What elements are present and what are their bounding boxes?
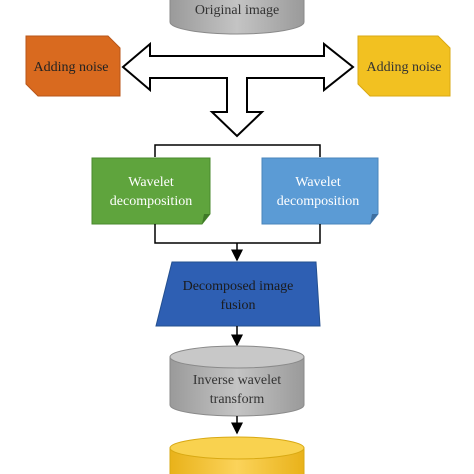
split-arrow xyxy=(121,41,355,138)
output-image-node xyxy=(169,436,305,474)
fusion-line2: fusion xyxy=(221,298,256,313)
inverse-line1: Inverse wavelet xyxy=(193,373,281,388)
inverse-wavelet-node: Inverse wavelet transform xyxy=(169,345,305,417)
connector-to-wavelets xyxy=(154,144,321,157)
wavelet-left-line1: Wavelet xyxy=(128,175,174,190)
inverse-line2: transform xyxy=(210,392,265,407)
fusion-node: Decomposed image fusion xyxy=(155,261,321,327)
wavelet-right-line1: Wavelet xyxy=(295,175,341,190)
adding-noise-left-label: Adding noise xyxy=(33,60,108,75)
wavelet-decomposition-left-node: Wavelet decomposition xyxy=(91,157,211,225)
wavelet-decomposition-right-node: Wavelet decomposition xyxy=(261,157,379,225)
adding-noise-right-node: Adding noise xyxy=(357,35,451,97)
original-image-label: Original image xyxy=(195,3,279,18)
adding-noise-left-node: Adding noise xyxy=(25,35,121,97)
wavelet-right-line2: decomposition xyxy=(277,194,359,209)
wavelet-left-line2: decomposition xyxy=(110,194,192,209)
merge-connector xyxy=(154,224,321,244)
fusion-line1: Decomposed image xyxy=(183,279,294,294)
original-image-node: Original image xyxy=(169,0,305,35)
adding-noise-right-label: Adding noise xyxy=(366,60,441,75)
